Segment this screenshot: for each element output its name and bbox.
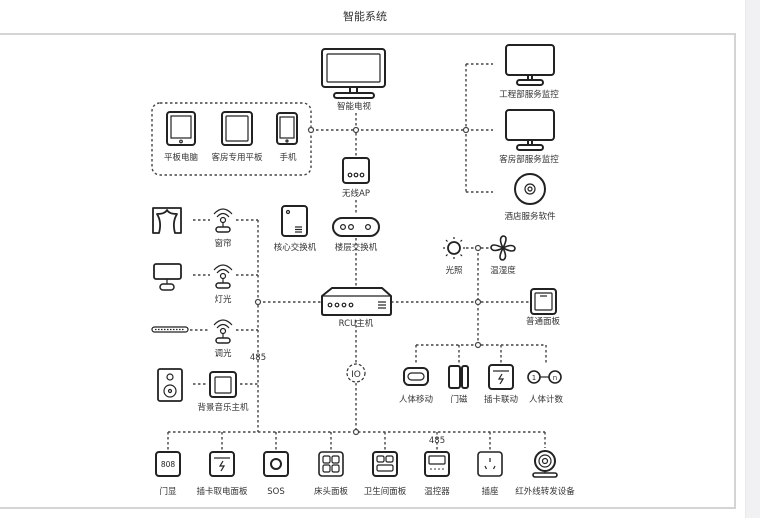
card-link-icon <box>488 364 514 390</box>
page-title: 智能系统 <box>343 10 387 23</box>
bathroom-panel-icon <box>372 451 398 477</box>
tablet-label: 平板电脑 <box>164 152 199 163</box>
people-counter-label: 人体计数 <box>529 394 564 405</box>
junction-node <box>474 341 482 349</box>
bedside-panel-label: 床头面板 <box>314 486 349 497</box>
smart-tv-label: 智能电视 <box>337 101 372 112</box>
junction-node <box>462 126 470 134</box>
card-power-panel-icon <box>209 451 235 477</box>
sos-icon <box>263 451 289 477</box>
rcu-host-label: RCU主机 <box>339 318 374 329</box>
lamp-icon <box>153 263 182 291</box>
floor-switch-icon <box>332 217 380 237</box>
ir-transmitter-icon <box>532 450 558 478</box>
junction-node <box>307 126 315 134</box>
background-music-label: 背景音乐主机 <box>197 402 249 413</box>
counter-start-glyph: 1 <box>532 374 536 382</box>
motion-sensor-label: 人体移动 <box>399 394 434 405</box>
wireless-ap-icon <box>342 157 370 184</box>
dimmer-label: 调光 <box>214 348 232 359</box>
phone-label: 手机 <box>279 152 297 163</box>
light-label: 灯光 <box>214 294 232 305</box>
thermostat-label: 温控器 <box>424 486 450 497</box>
speaker-icon <box>157 368 183 402</box>
sun-icon <box>443 237 465 259</box>
socket-icon <box>477 451 503 477</box>
light-strip-icon <box>151 326 189 333</box>
door-magnet-label: 门磁 <box>450 394 468 405</box>
mobile-devices-group <box>151 102 312 176</box>
standard-panel-label: 普通面板 <box>526 316 561 327</box>
ir-transmitter-label: 红外线转发设备 <box>515 486 575 497</box>
doorplate-icon: 808 <box>155 451 181 477</box>
core-switch-icon <box>281 205 308 237</box>
junction-node <box>254 298 262 306</box>
curtain-icon <box>152 207 182 234</box>
doorplate-glyph: 808 <box>161 460 176 469</box>
card-link-label: 插卡联动 <box>484 394 519 405</box>
bathroom-panel-label: 卫生间面板 <box>364 486 407 497</box>
diagram-frame <box>0 33 736 509</box>
curtain-wireless-icon <box>213 208 233 233</box>
phone-icon <box>276 112 298 145</box>
junction-node <box>474 244 482 252</box>
junction-node <box>352 126 360 134</box>
junction-node <box>474 298 482 306</box>
bus-label-485-bottom: 485 <box>429 436 445 446</box>
fan-icon <box>490 235 516 261</box>
curtain-label: 窗帘 <box>214 238 231 249</box>
housekeeping-monitor-icon <box>505 109 555 151</box>
connection-lines <box>151 63 547 450</box>
people-counter-icon: 1 n <box>527 370 562 384</box>
guest-tablet-label: 客房专用平板 <box>211 152 263 163</box>
engineering-monitor-label: 工程部服务监控 <box>499 89 559 100</box>
standard-panel-icon <box>530 288 557 315</box>
smart-tv-icon <box>321 48 386 99</box>
counter-end-glyph: n <box>553 374 557 382</box>
dimmer-wireless-icon <box>213 319 233 344</box>
rcu-host-icon <box>321 287 392 316</box>
wireless-ap-label: 无线AP <box>342 188 370 199</box>
core-switch-label: 核心交换机 <box>274 242 317 253</box>
junction-node <box>352 428 360 436</box>
motion-sensor-icon <box>403 367 429 386</box>
hotel-software-label: 酒店服务软件 <box>504 211 556 222</box>
door-magnet-icon <box>448 365 469 389</box>
smart-system-diagram: 485 485 IO 智能电视 平板电脑 客房专用平板 手机 无线AP <box>151 44 575 497</box>
sos-label: SOS <box>267 487 284 497</box>
io-icon: IO <box>346 363 366 383</box>
disc-icon <box>514 173 546 205</box>
doorplate-label: 门显 <box>159 486 177 497</box>
bedside-panel-icon <box>318 451 344 477</box>
floor-switch-label: 楼层交换机 <box>335 242 378 253</box>
housekeeping-monitor-label: 客房部服务监控 <box>499 154 559 165</box>
bus-label-485-left: 485 <box>250 353 266 363</box>
tablet-icon <box>166 111 196 146</box>
illumination-label: 光照 <box>445 265 463 276</box>
io-label: IO <box>351 370 361 380</box>
scrollbar[interactable] <box>745 0 760 518</box>
light-wireless-icon <box>213 264 233 289</box>
music-host-icon <box>209 371 237 398</box>
engineering-monitor-icon <box>505 44 555 86</box>
thermostat-icon <box>424 451 450 477</box>
guest-tablet-icon <box>221 111 253 146</box>
temp-humidity-label: 温湿度 <box>490 265 516 276</box>
socket-label: 插座 <box>481 486 499 497</box>
card-power-panel-label: 插卡取电面板 <box>196 486 248 497</box>
